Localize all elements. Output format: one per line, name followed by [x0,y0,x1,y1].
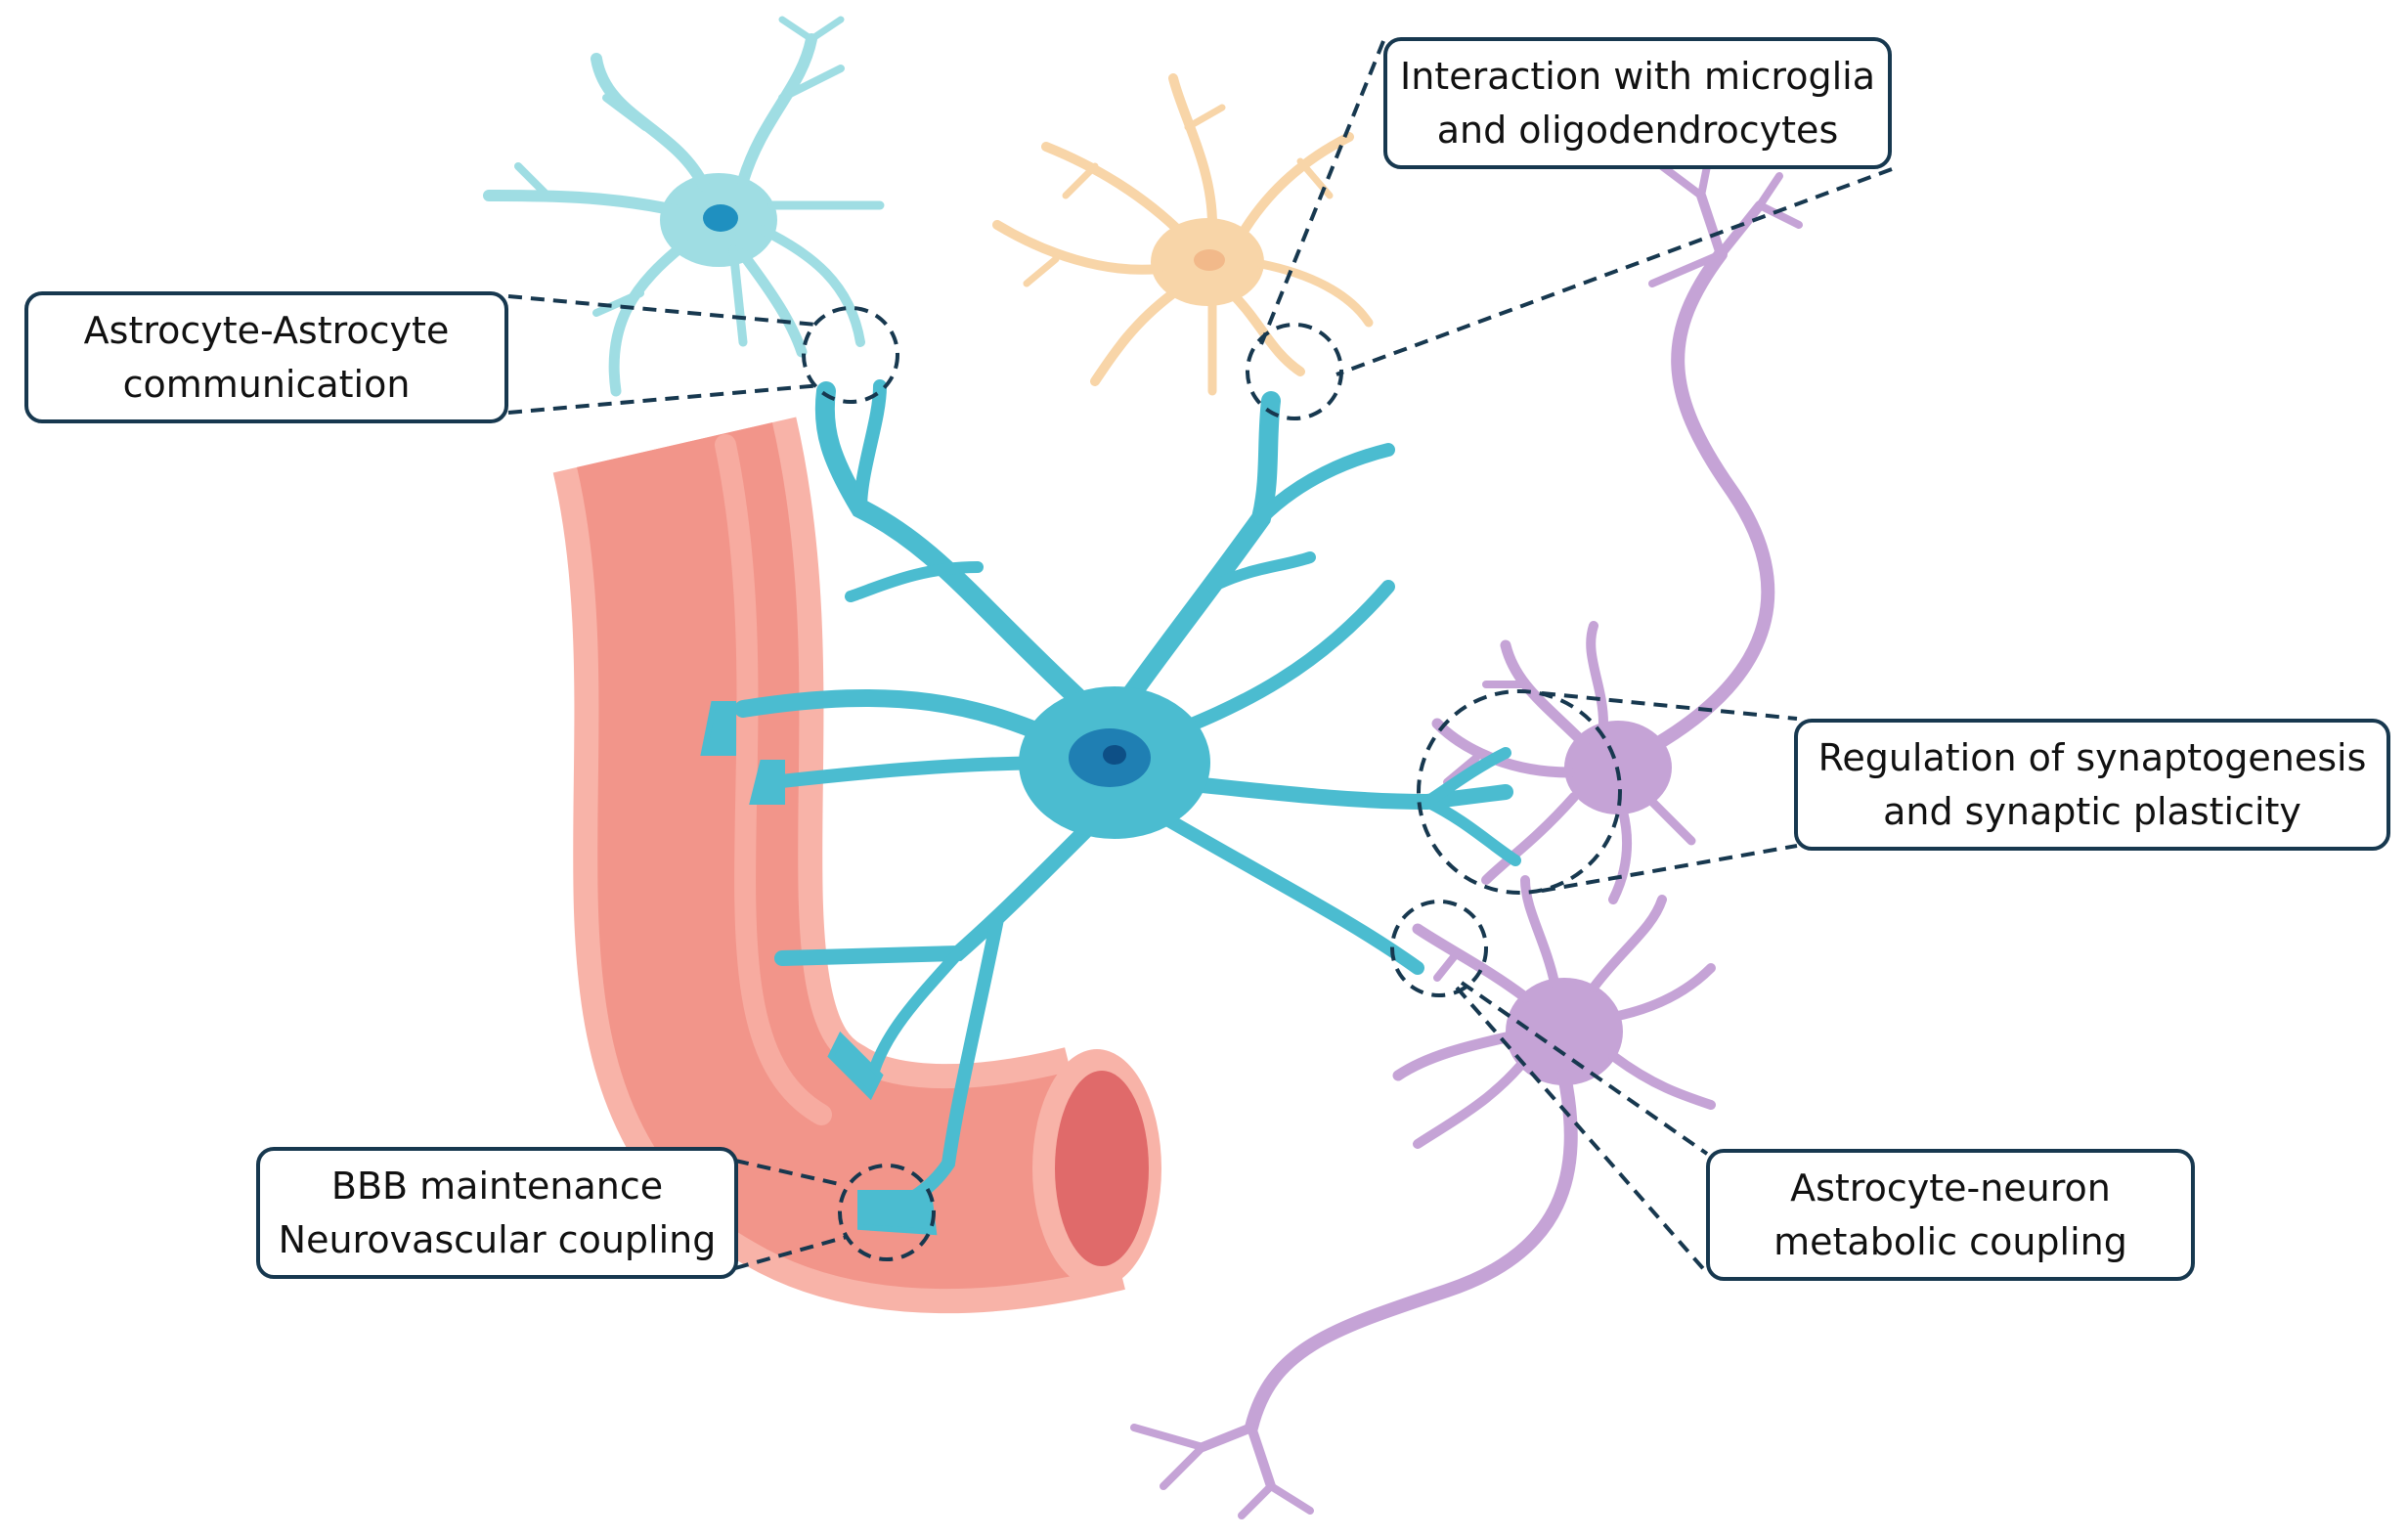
callout-astrocyte-astrocyte-line2: communication [122,362,411,406]
lower-neuron [1130,875,1716,1519]
microglia-cell [992,73,1374,396]
callout-bbb-line1: BBB maintenance [330,1164,664,1208]
small-astrocyte-nucleus [703,204,738,232]
callout-synaptogenesis: Regulation of synaptogenesis and synapti… [1794,719,2390,851]
circle-metabolic [1390,900,1488,997]
main-astrocyte [700,379,1521,1236]
highlight-circles [802,306,1622,1261]
callout-bbb: BBB maintenance Neurovascular coupling [256,1147,738,1279]
callout-metabolic-line2: metabolic coupling [1773,1219,2127,1263]
microglia-nucleus [1194,249,1225,271]
callout-bbb-line2: Neurovascular coupling [278,1217,717,1261]
callout-microglia-line2: and oligodendrocytes [1436,108,1839,152]
callout-metabolic-line1: Astrocyte-neuron [1790,1165,2111,1209]
callout-astrocyte-astrocyte: Astrocyte-Astrocyte communication [24,291,508,423]
callout-metabolic: Astrocyte-neuron metabolic coupling [1706,1149,2195,1281]
callout-synaptogenesis-line2: and synaptic plasticity [1883,789,2301,833]
circle-astrocyte-astrocyte [802,306,899,404]
callout-astrocyte-astrocyte-line1: Astrocyte-Astrocyte [83,308,450,352]
callout-synaptogenesis-line1: Regulation of synaptogenesis [1817,735,2367,779]
leader-lines [507,40,1893,1275]
circle-bbb [838,1164,936,1261]
callout-microglia-line1: Interaction with microglia [1400,54,1875,98]
callout-microglia: Interaction with microglia and oligodend… [1383,37,1892,169]
circle-synaptogenesis [1417,689,1622,895]
small-astrocyte [483,16,885,397]
blood-vessel [552,417,1161,1314]
main-astrocyte-nucleolus [1103,745,1126,765]
vessel-lumen [1055,1071,1149,1266]
upper-neuron [1431,143,1803,904]
